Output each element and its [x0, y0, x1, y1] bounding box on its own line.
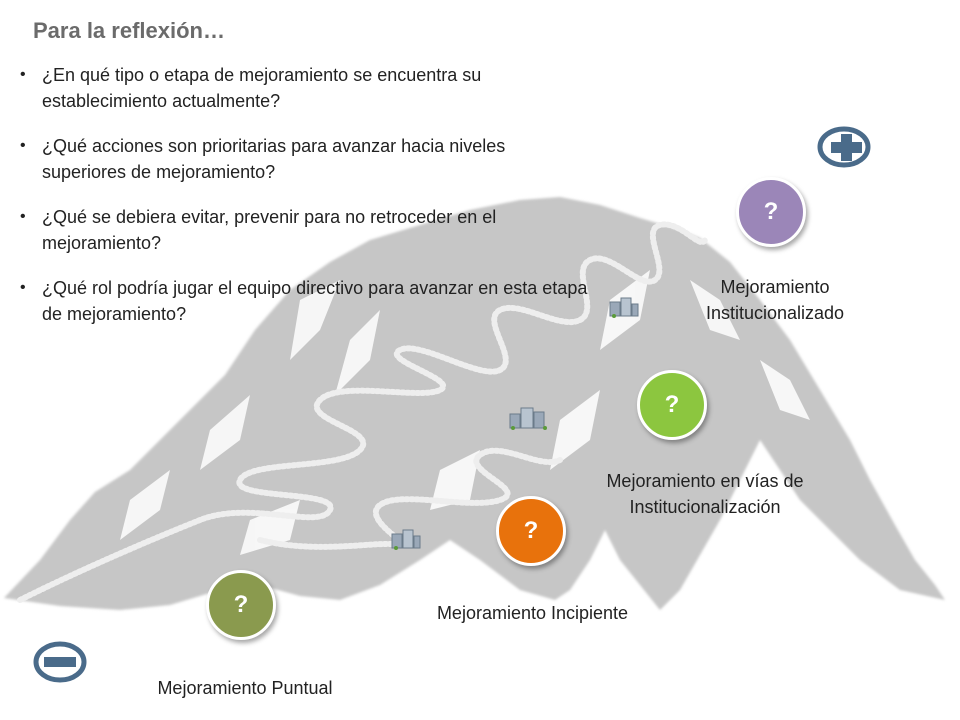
- town-buildings-icon: [509, 407, 547, 430]
- stage-question-mark: ?: [664, 391, 680, 418]
- plus-circle-icon: [817, 126, 871, 168]
- bullet-icon: •: [20, 279, 26, 296]
- question-item: • ¿Qué rol podría jugar el equipo direct…: [18, 275, 588, 327]
- stage-question-mark: ?: [523, 517, 539, 544]
- town-buildings-icon: [609, 297, 639, 318]
- question-text: ¿Qué se debiera evitar, prevenir para no…: [42, 207, 497, 253]
- stage-label-line: Mejoramiento en vías de: [606, 471, 804, 491]
- stage-vias-institucionalizacion-marker: ?: [637, 370, 707, 440]
- stage-label-line: Institucionalizado: [705, 303, 845, 323]
- stage-institucionalizado-marker: ?: [736, 177, 806, 247]
- slide-title: Para la reflexión…: [33, 18, 225, 43]
- question-item: • ¿En qué tipo o etapa de mejoramiento s…: [18, 62, 588, 114]
- minus-circle-icon: [33, 641, 87, 683]
- stage-vias-institucionalizacion-label: Mejoramiento en vías de Institucionaliza…: [570, 468, 840, 520]
- stage-question-mark: ?: [233, 591, 249, 618]
- stage-label-line: Mejoramiento: [720, 277, 830, 297]
- stage-puntual-label: Mejoramiento Puntual: [120, 675, 370, 701]
- stage-question-mark: ?: [763, 198, 779, 225]
- stage-incipiente-marker: ?: [496, 496, 566, 566]
- stage-institucionalizado-label: Mejoramiento Institucionalizado: [675, 274, 875, 326]
- town-buildings-icon: [391, 529, 421, 550]
- snow-streaks: [120, 270, 810, 555]
- stage-puntual-marker: ?: [206, 570, 276, 640]
- bullet-icon: •: [20, 137, 26, 154]
- question-text: ¿En qué tipo o etapa de mejoramiento se …: [42, 65, 482, 111]
- trail-path-lower: [257, 447, 563, 550]
- question-item: • ¿Qué acciones son prioritarias para av…: [18, 133, 588, 185]
- stage-label-line: Mejoramiento Puntual: [157, 678, 333, 698]
- question-text: ¿Qué acciones son prioritarias para avan…: [42, 136, 506, 182]
- stage-label-line: Mejoramiento Incipiente: [436, 603, 629, 623]
- bullet-icon: •: [20, 66, 26, 83]
- stage-incipiente-label: Mejoramiento Incipiente: [395, 600, 670, 626]
- bullet-icon: •: [20, 208, 26, 225]
- stage-label-line: Institucionalización: [629, 497, 781, 517]
- trail-path: [17, 221, 708, 603]
- reflection-questions-list: • ¿En qué tipo o etapa de mejoramiento s…: [18, 62, 588, 346]
- question-text: ¿Qué rol podría jugar el equipo directiv…: [42, 278, 588, 324]
- question-item: • ¿Qué se debiera evitar, prevenir para …: [18, 204, 588, 256]
